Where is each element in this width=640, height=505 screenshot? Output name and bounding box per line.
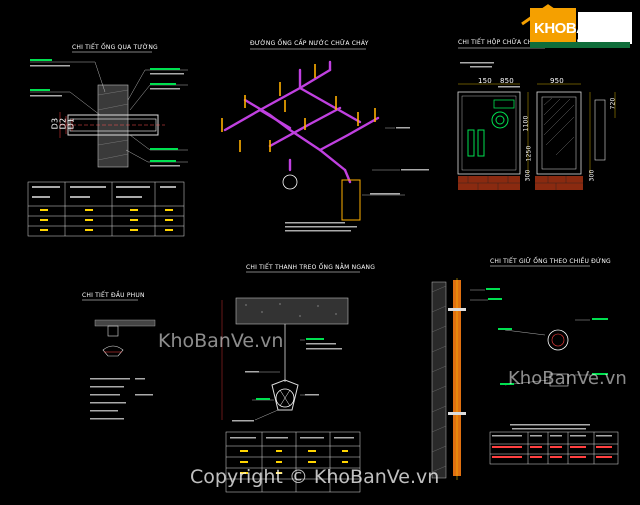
dim-cabinet-150: 150 bbox=[478, 77, 492, 85]
dim-d1: D1 bbox=[66, 117, 76, 130]
title-sprinkler: CHI TIẾT ĐẦU PHUN bbox=[82, 292, 145, 299]
dim-cabinet-1250: 1250 bbox=[525, 145, 533, 162]
riser-isometric bbox=[221, 48, 429, 232]
title-wall-pass: CHI TIẾT ỐNG QUA TƯỜNG bbox=[72, 44, 158, 51]
dim-cabinet-300b: 300 bbox=[588, 169, 596, 182]
sprinkler-detail bbox=[82, 299, 156, 420]
title-cabinet: CHI TIẾT HỘP CHỮA CHÁY VÁCH TƯỜNG bbox=[458, 39, 587, 46]
title-hanger: CHI TIẾT THANH TREO ỐNG NẰM NGANG bbox=[246, 264, 376, 271]
watermark-copyright: Copyright © KhoBanVe.vn bbox=[190, 466, 440, 488]
title-vertical: CHI TIẾT GIỮ ỐNG THEO CHIỀU ĐỨNG bbox=[490, 258, 611, 265]
cabinet-detail bbox=[457, 47, 616, 190]
title-riser: ĐƯỜNG ỐNG CẤP NƯỚC CHỮA CHÁY bbox=[250, 40, 369, 47]
dim-cabinet-950: 950 bbox=[550, 77, 564, 85]
hanger-detail bbox=[221, 271, 361, 493]
logo-text: KHOBANVE bbox=[534, 20, 616, 37]
vertical-support-detail bbox=[431, 265, 619, 480]
wall-pass-detail bbox=[27, 51, 188, 237]
watermark-center: KhoBanVe.vn bbox=[158, 330, 284, 352]
dim-cabinet-300a: 300 bbox=[524, 169, 532, 182]
dim-cabinet-720: 720 bbox=[609, 97, 617, 110]
dim-cabinet-850: 850 bbox=[500, 77, 514, 85]
watermark-right: KhoBanVe.vn bbox=[508, 368, 627, 389]
khobanve-logo: KHOBANVE bbox=[514, 4, 638, 50]
dim-cabinet-1100: 1100 bbox=[522, 115, 530, 132]
